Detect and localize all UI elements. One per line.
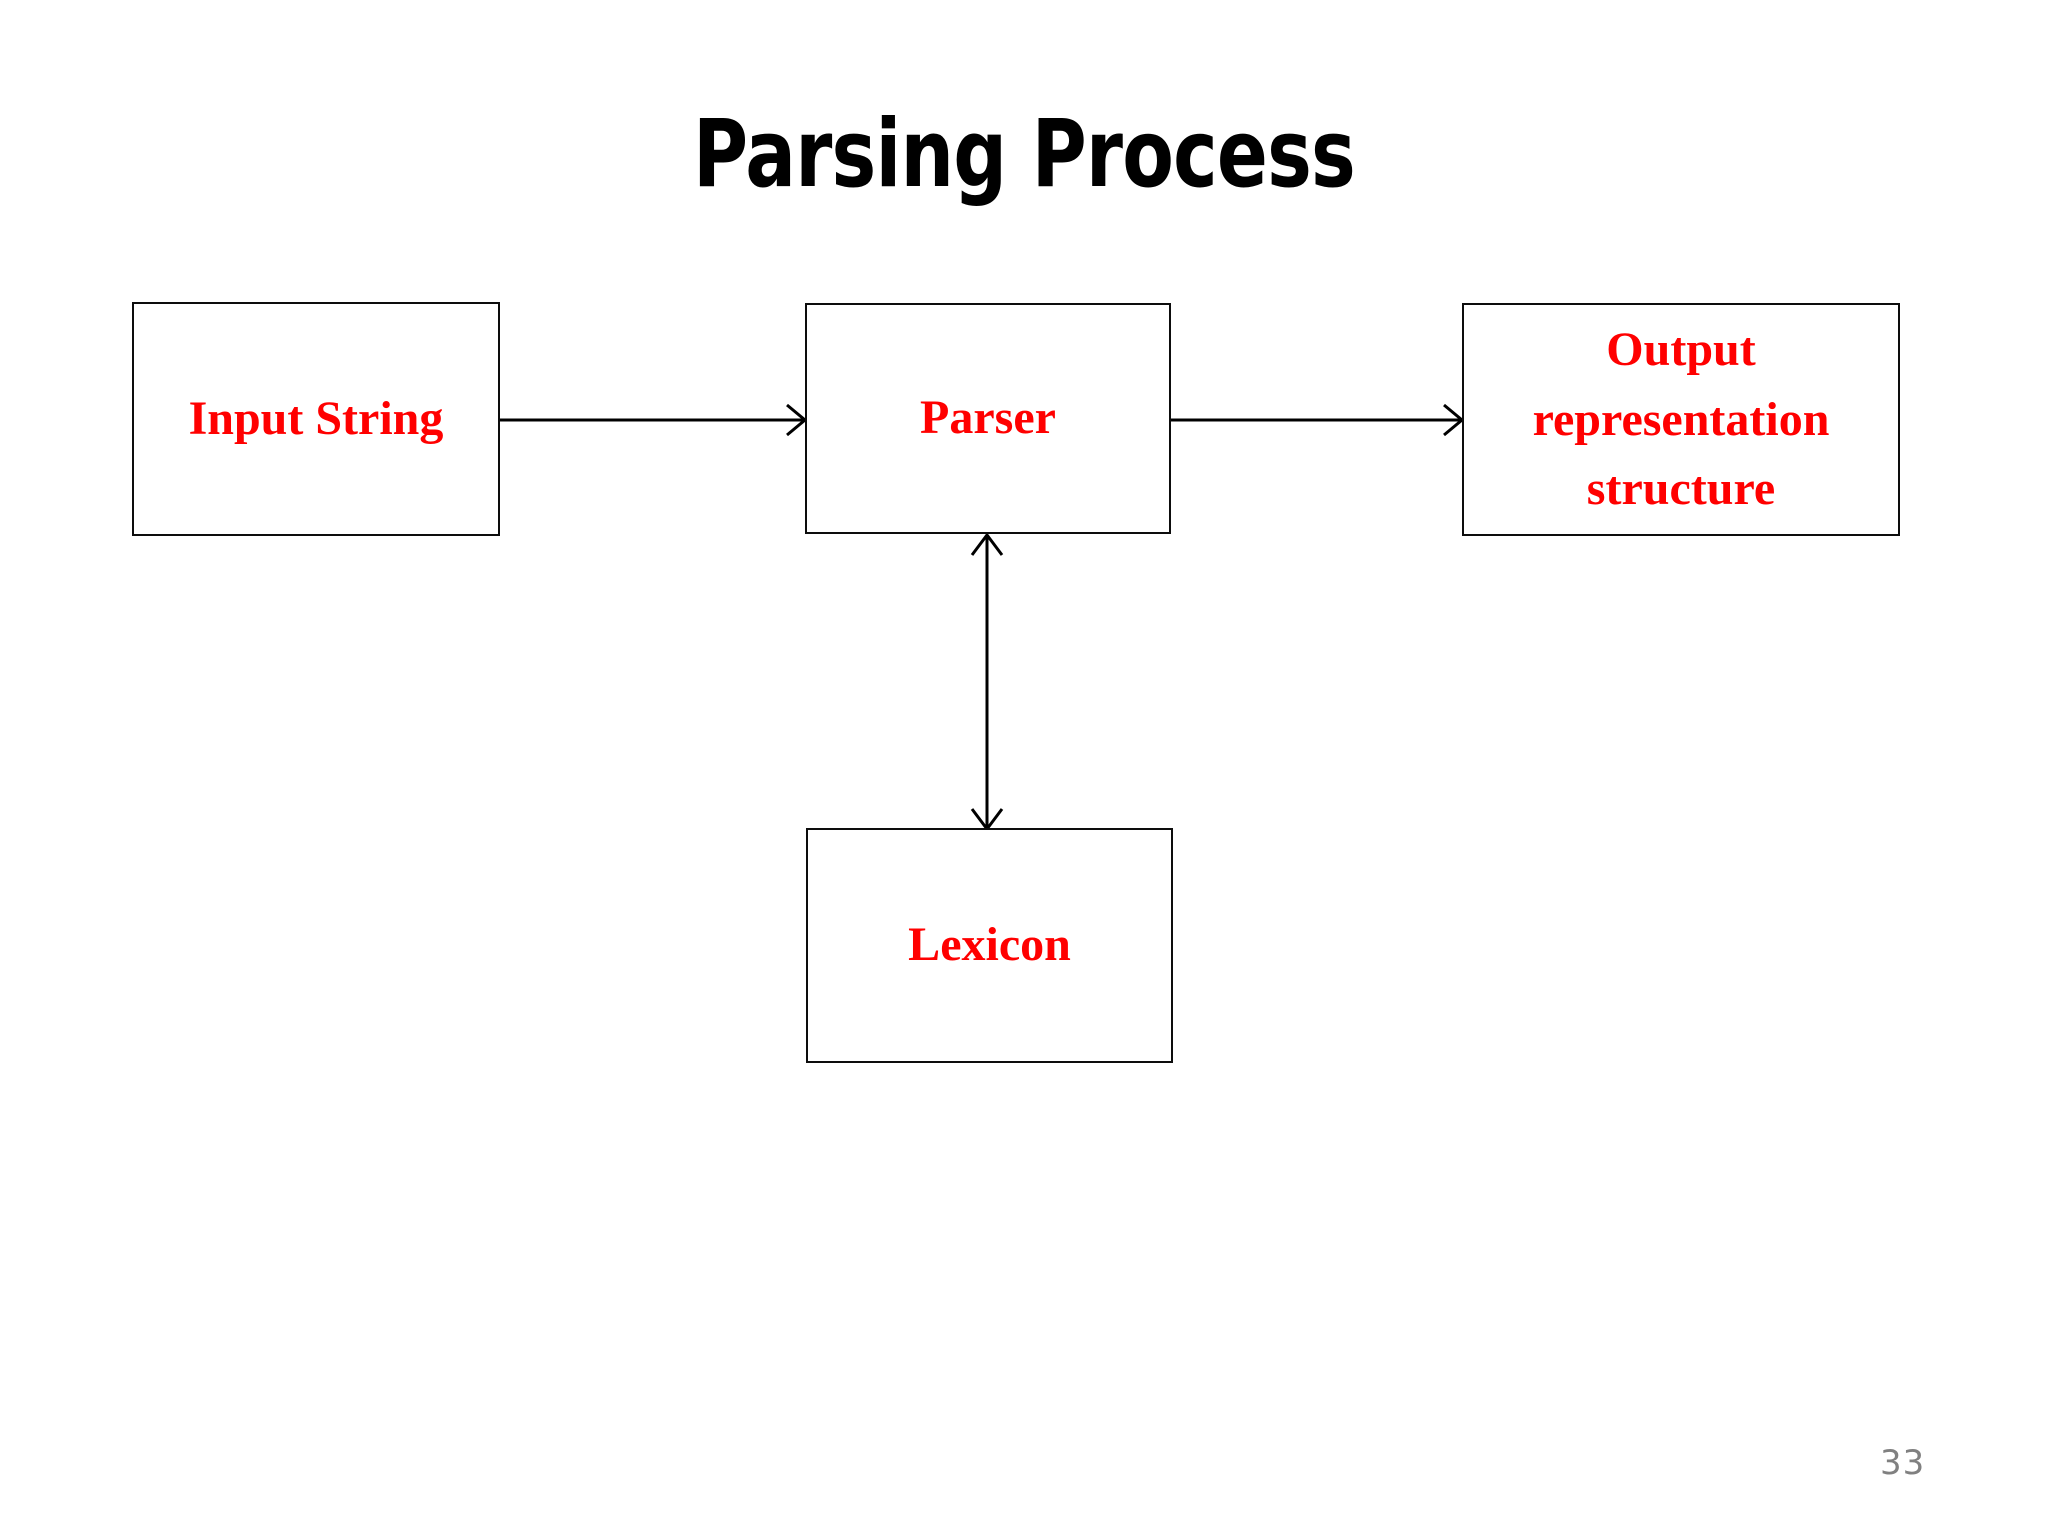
node-lexicon[interactable]: Lexicon	[806, 828, 1173, 1063]
node-parser[interactable]: Parser	[805, 303, 1171, 534]
node-output-label-line-2: representation	[1532, 392, 1830, 446]
node-output-label: Output representation structure	[1464, 315, 1898, 524]
page-number: 33	[1880, 1443, 1926, 1483]
node-input-string-label: Input String	[188, 391, 444, 445]
node-output-label-line-1: Output	[1606, 323, 1756, 377]
connector-input-to-parser	[499, 399, 808, 441]
node-input-string[interactable]: Input String	[132, 302, 500, 536]
node-output-label-line-3: structure	[1586, 462, 1776, 516]
page-title: Parsing Process	[693, 100, 1356, 209]
connector-parser-lexicon-bidirectional	[965, 532, 1009, 832]
node-parser-label: Parser	[920, 391, 1056, 445]
node-output-representation-structure[interactable]: Output representation structure	[1462, 303, 1900, 536]
connector-parser-to-output	[1170, 399, 1465, 441]
node-lexicon-label: Lexicon	[908, 918, 1071, 972]
